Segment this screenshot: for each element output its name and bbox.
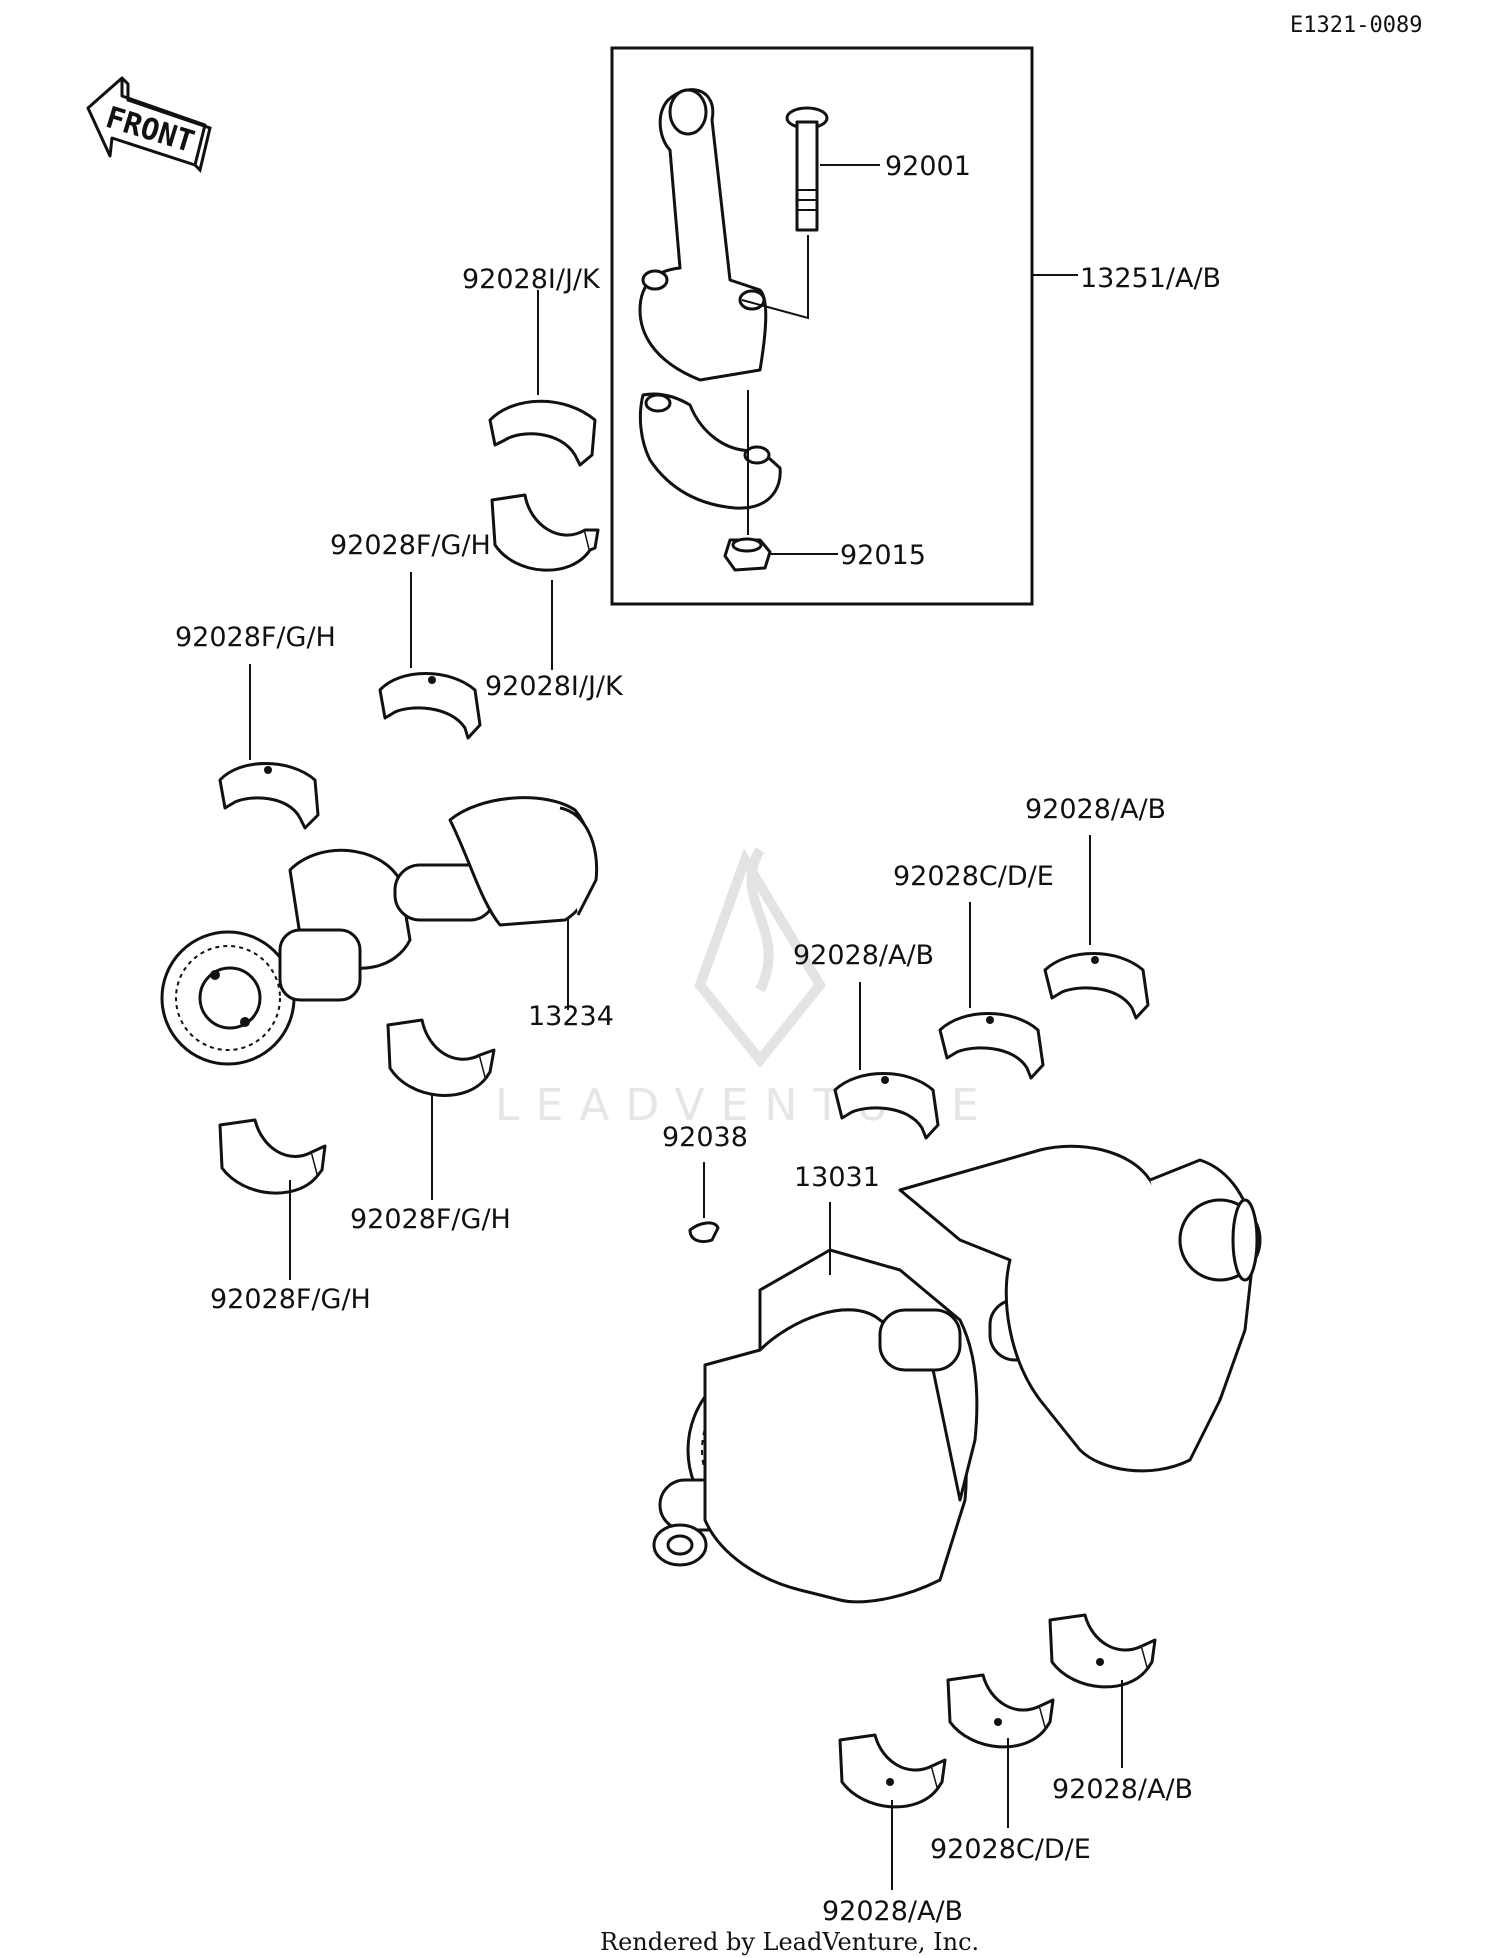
callout-nut: 92015	[840, 540, 926, 571]
connecting-rod-part	[638, 88, 768, 382]
main-bearing-shell-cde-top	[938, 1012, 1045, 1080]
crankshaft-part	[652, 1144, 1262, 1604]
con-rod-assembly-box	[610, 46, 1034, 606]
callout-main-bearing-cde-top: 92028C/D/E	[893, 861, 1054, 892]
balancer-shaft-part	[160, 796, 599, 1066]
nut-part	[723, 537, 772, 572]
balancer-bearing-shell-2	[386, 1018, 496, 1097]
key-part	[688, 1221, 720, 1244]
callout-main-bearing-ab-right: 92028/A/B	[1052, 1774, 1193, 1805]
rod-bearing-shell-lower	[490, 493, 600, 572]
callout-balancer-bearing-3: 92028F/G/H	[210, 1284, 371, 1315]
callout-main-bearing-ab-top: 92028/A/B	[1025, 794, 1166, 825]
callout-balancer-bearing-1: 92028F/G/H	[175, 622, 336, 653]
main-bearing-shell-ab-right	[1048, 1613, 1157, 1689]
callout-rod-bearing-lower: 92028I/J/K	[485, 671, 624, 702]
callout-rod-bearing-fgh: 92028F/G/H	[330, 530, 491, 561]
balancer-bearing-shell-3	[218, 1118, 327, 1195]
bolt-part	[785, 106, 829, 232]
rod-bearing-shell-fgh	[378, 672, 482, 740]
main-bearing-shell-cde-bottom	[946, 1673, 1055, 1749]
main-bearing-shell-ab-top	[1043, 952, 1150, 1020]
callout-rod-bearing-upper: 92028I/J/K	[462, 264, 601, 295]
callout-balancer: 13234	[528, 1001, 614, 1032]
front-direction-arrow: FRONT	[86, 76, 212, 173]
main-bearing-shell-ab-bottom	[838, 1733, 947, 1809]
callout-main-bearing-ab-mid: 92028/A/B	[793, 940, 934, 971]
diagram-code: E1321-0089	[1290, 13, 1422, 38]
rod-bearing-shell-upper	[488, 399, 597, 467]
main-bearing-shell-ab-mid	[833, 1072, 940, 1140]
callout-key: 92038	[662, 1122, 748, 1153]
watermark-logo-icon	[694, 847, 827, 1069]
balancer-bearing-shell-1	[218, 762, 320, 830]
leader-lines	[249, 164, 1123, 1890]
callout-con-rod-assy: 13251/A/B	[1080, 263, 1221, 294]
callout-bolt: 92001	[885, 151, 971, 182]
callout-balancer-bearing-2: 92028F/G/H	[350, 1204, 511, 1235]
callout-main-bearing-cde-bottom: 92028C/D/E	[930, 1834, 1091, 1865]
callout-main-bearing-ab-bottom: 92028/A/B	[822, 1896, 963, 1927]
callout-crankshaft: 13031	[794, 1162, 880, 1193]
rod-cap-part	[638, 392, 782, 510]
footer-credit: Rendered by LeadVenture, Inc.	[600, 1928, 979, 1956]
